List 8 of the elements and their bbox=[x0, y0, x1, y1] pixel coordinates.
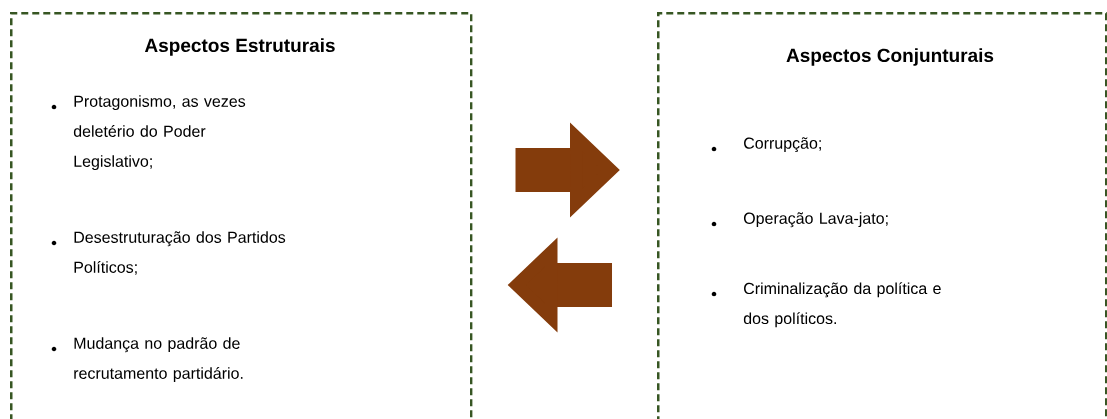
heading: Aspectos Conjunturais bbox=[786, 48, 994, 66]
bullet-text: Protagonismo, as vezes deletério do Poder Legislativo; bbox=[73, 95, 246, 171]
heading: Aspectos Estruturais bbox=[144, 38, 335, 56]
bullet-text: Mudança no padrão de recrutamento partidário. bbox=[74, 337, 243, 383]
bullet-text: Criminalização da política e dos políticos. bbox=[743, 282, 941, 328]
bullet-text: Corrupção; bbox=[744, 137, 821, 153]
bullet-text: Desestruturação dos Partidos Políticos; bbox=[74, 231, 286, 275]
bullet-text: Operação Lava-jato; bbox=[743, 212, 888, 228]
